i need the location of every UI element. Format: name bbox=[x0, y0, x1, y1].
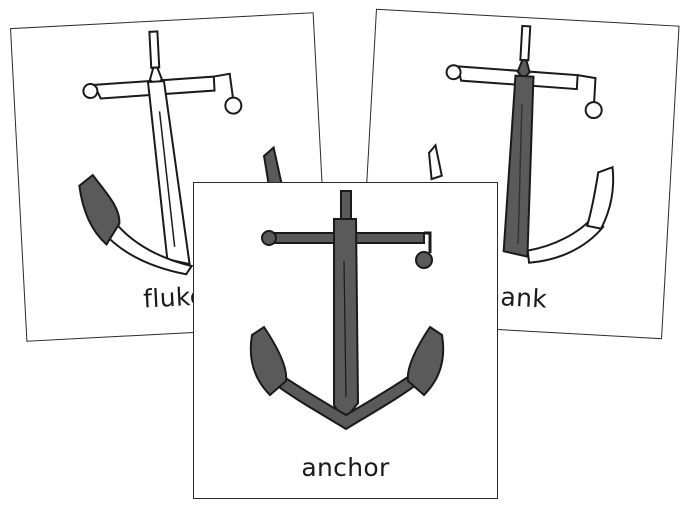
shank-card: shank bbox=[358, 8, 680, 340]
anchor-filled-illustration bbox=[249, 190, 445, 431]
anchor-outline-fluke-illustration bbox=[78, 30, 283, 276]
fluke-card: fluke bbox=[9, 12, 331, 342]
anchor-card: anchor bbox=[193, 182, 498, 499]
card-label: anchor bbox=[301, 453, 390, 482]
anchor-outline-shank-illustration bbox=[427, 24, 615, 264]
